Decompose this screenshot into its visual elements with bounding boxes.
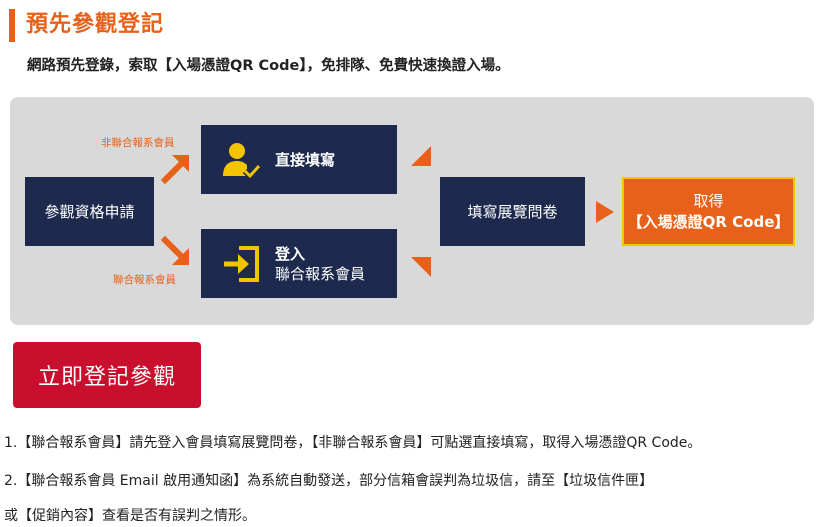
flow-step-apply: 參觀資格申請 — [25, 177, 154, 246]
section-title: 預先參觀登記 — [26, 12, 165, 37]
flow-label-member: 聯合報系會員 — [113, 274, 176, 286]
register-visit-button[interactable]: 立即登記參觀 — [13, 342, 201, 408]
arrow-right-icon — [596, 201, 614, 223]
flow-step-login: 登入 聯合報系會員 — [201, 229, 397, 298]
login-arrow-icon — [224, 245, 259, 282]
section-subtitle: 網路預先登錄，索取【入場憑證QR Code】，免排隊、免費快速換證入場。 — [27, 58, 510, 74]
flow-step-survey: 填寫展覽問卷 — [440, 177, 585, 246]
login-sub-label: 聯合報系會員 — [275, 264, 366, 283]
arrow-to-survey-top-icon — [411, 146, 431, 166]
flow-result-line1: 取得 — [693, 191, 724, 210]
arrow-down-right-icon — [160, 236, 189, 265]
direct-fill-label: 直接填寫 — [275, 150, 336, 169]
note-line-2: 2.【聯合報系會員 Email 啟用通知函】為系統自動發送，部分信箱會誤判為垃圾… — [4, 473, 654, 489]
flow-result-qr-code: 取得 【入場憑證QR Code】 — [622, 177, 795, 246]
note-line-3: 或【促銷內容】查看是否有誤判之情形。 — [4, 508, 256, 524]
title-accent-bar — [9, 9, 15, 42]
flow-result-line2: 【入場憑證QR Code】 — [627, 212, 790, 231]
user-check-icon — [223, 142, 261, 180]
arrow-to-survey-bottom-icon — [411, 257, 431, 277]
flow-step-direct-fill: 直接填寫 — [201, 125, 397, 194]
arrow-up-right-icon — [160, 155, 189, 184]
flow-label-nonmember: 非聯合報系會員 — [101, 137, 175, 149]
flow-step-survey-label: 填寫展覽問卷 — [467, 203, 558, 221]
flow-step-apply-label: 參觀資格申請 — [44, 203, 135, 221]
note-line-1: 1.【聯合報系會員】請先登入會員填寫展覽問卷，【非聯合報系會員】可點選直接填寫，… — [4, 435, 702, 451]
login-label: 登入 — [275, 244, 306, 263]
